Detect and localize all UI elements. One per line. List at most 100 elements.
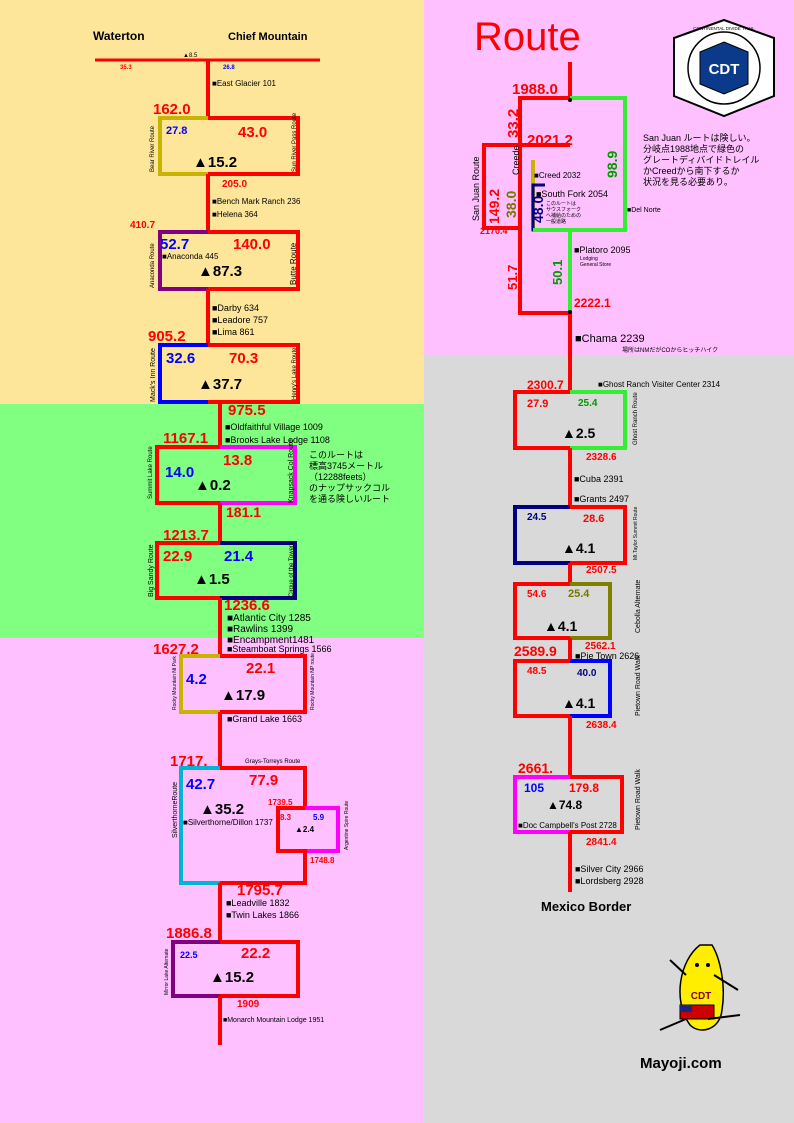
brand-text: Mayoji.com (640, 1055, 722, 1072)
grays-elevation: ▲35.2 (200, 801, 244, 818)
big-sandy-alt-km: 22.9 (163, 548, 192, 565)
logo-ring-text: CONTINENTAL DIVIDE TRAIL (693, 26, 755, 31)
taylor-end-km: 2507.5 (586, 565, 617, 576)
san-juan-note-line: San Juan ルートは険しい。 (643, 133, 756, 143)
mirror-lake-alt-label: Mirror Lake Alternate (164, 948, 170, 995)
mascot-eye (706, 963, 710, 967)
doc-end-km: 2841.4 (586, 837, 617, 848)
logo-shield-icon (699, 41, 749, 95)
sun-river-pass-route-line (208, 116, 300, 176)
grays-lower-line (220, 806, 307, 885)
mirror-elevation: ▲15.2 (210, 969, 254, 986)
doc-main-line (570, 775, 624, 834)
town-doc-campbell: ■Doc Campbell's Post 2728 (518, 821, 617, 830)
macks-inn-route-label: Mack's Inn Route (150, 348, 157, 402)
big-sandy-elevation: ▲1.5 (194, 571, 230, 588)
argentine-elevation: ▲2.4 (295, 825, 315, 834)
new-mexico-zone (424, 356, 794, 1123)
grays-torreys-route-line (220, 766, 307, 808)
town-anaconda: ■Anaconda 445 (162, 252, 219, 261)
san-juan-junction-km: 2170.4 (480, 226, 508, 236)
mirror-start-km: 1886.8 (166, 925, 212, 942)
mirror-alt-km: 22.5 (180, 950, 198, 960)
ghost-ranch-route-label: Ghost Ranch Route (633, 392, 639, 445)
summit-alt-km: 14.0 (165, 464, 194, 481)
doc-main-km: 179.8 (569, 781, 599, 795)
san-juan-route-label: San Juan Route (471, 156, 481, 221)
big-sandy-route-label: Big Sandy Route (148, 544, 155, 597)
pietown-route-line (513, 659, 570, 718)
town-helena: ■Helena 364 (212, 210, 258, 219)
mascot-flag-canton (680, 1005, 692, 1012)
chama-note: 場所はNMだがCOからヒッチハイク (622, 346, 718, 354)
butte-route-line (208, 230, 300, 291)
pietown-alt-km: 48.5 (527, 666, 547, 677)
ghost-ranch-green-line (570, 390, 627, 450)
san-juan-route-line (482, 96, 570, 315)
south-fork-note-line: このルートは (546, 201, 576, 207)
north-right-value: 26.8 (223, 65, 235, 71)
town-monarch: ■Monarch Mountain Lodge 1951 (223, 1017, 324, 1024)
san-juan-note-line: 分岐点1988地点で緑色の (643, 143, 744, 154)
taylor-route-label: Mt.Taylor Summit Route (633, 506, 639, 560)
knapsack-col-route-label: Knapsack Col Route (288, 439, 295, 503)
cdt-logo: CDT CONTINENTAL DIVIDE TRAIL (673, 18, 775, 118)
mascot-emblem: CDT (691, 991, 712, 1002)
taylor-elevation: ▲4.1 (562, 540, 596, 556)
grays-main-km: 77.9 (249, 772, 278, 789)
right-route (482, 62, 627, 892)
great-divide-green-line (570, 96, 627, 232)
macks-inn-route-line (158, 343, 208, 404)
wyoming-zone (0, 404, 424, 638)
town-darby: ■Darby 634 (212, 303, 259, 313)
san-juan-seg-e: 149.2 (486, 189, 502, 224)
summit-start-km: 1167.1 (163, 430, 208, 447)
cebolla-elevation: ▲4.1 (544, 618, 578, 634)
bear-main-km: 43.0 (238, 124, 267, 141)
town-encampment: ■Encampment1481 (227, 635, 315, 646)
cebolla-main-km: 25.4 (568, 588, 590, 600)
cebolla-route-label: Cebolla Alternate (635, 580, 642, 633)
town-grants: ■Grants 2497 (574, 494, 629, 504)
rmnp-alt-line (179, 654, 220, 714)
taylor-main-km: 28.6 (583, 513, 604, 525)
knapsack-note-line: このルートは (309, 450, 363, 460)
mascot-leg (707, 1014, 741, 1020)
town-leadore: ■Leadore 757 (212, 315, 268, 325)
doc-alt-line (513, 775, 570, 834)
big-sandy-start-km: 1213.7 (163, 527, 209, 544)
taylor-alt-line (513, 505, 570, 565)
san-juan-note-line: 状況を見る必要あり。 (643, 176, 733, 187)
chief-mountain-label: Chief Mountain (228, 31, 308, 43)
macks-elevation: ▲37.7 (198, 376, 242, 393)
junction-dot (568, 98, 572, 102)
anaconda-alt-km: 52.7 (160, 236, 189, 253)
town-pie-town: ■Pie Town 2626 (575, 651, 639, 661)
big-sandy-main-km: 21.4 (224, 548, 254, 565)
knapsack-note: このルートは 標高3745メートル （12288feets） のナップサックコル… (309, 450, 390, 504)
taylor-alt-km: 24.5 (527, 512, 547, 523)
big-sandy-route-line (155, 541, 220, 600)
bear-end-km: 205.0 (222, 179, 247, 190)
mirror-end-km: 1909 (237, 999, 260, 1010)
south-fork-note-line: サウスフォーク (546, 206, 581, 213)
colorado-zone (0, 638, 424, 1123)
knapsack-note-line: 標高3745メートル (309, 460, 383, 471)
san-juan-note-line: かCreedから南下するか (643, 165, 740, 176)
argentine-main-km: 5.9 (313, 813, 325, 822)
banana-mascot-icon: CDT (659, 944, 741, 1031)
east-glacier-town: ■East Glacier 101 (212, 79, 277, 88)
argentine-end-km: 1748.8 (310, 856, 335, 865)
doc-alt-km: 105 (524, 781, 544, 795)
san-juan-seg-f: 51.7 (505, 265, 520, 290)
pietown-route-label: Pietown Road Walk (635, 655, 642, 716)
mirror-lake-alt-line (171, 940, 220, 998)
grays-alt-km: 42.7 (186, 776, 215, 793)
anaconda-main-km: 140.0 (233, 236, 271, 253)
anaconda-elevation: ▲87.3 (198, 263, 242, 280)
doc-route-label: Pietown Road Walk (635, 769, 642, 830)
town-twin-lakes: ■Twin Lakes 1866 (226, 910, 299, 920)
san-juan-seg-a: 33.2 (505, 109, 522, 138)
mascot-leg (659, 1018, 687, 1031)
grays-end-km: 1795.7 (237, 882, 283, 899)
